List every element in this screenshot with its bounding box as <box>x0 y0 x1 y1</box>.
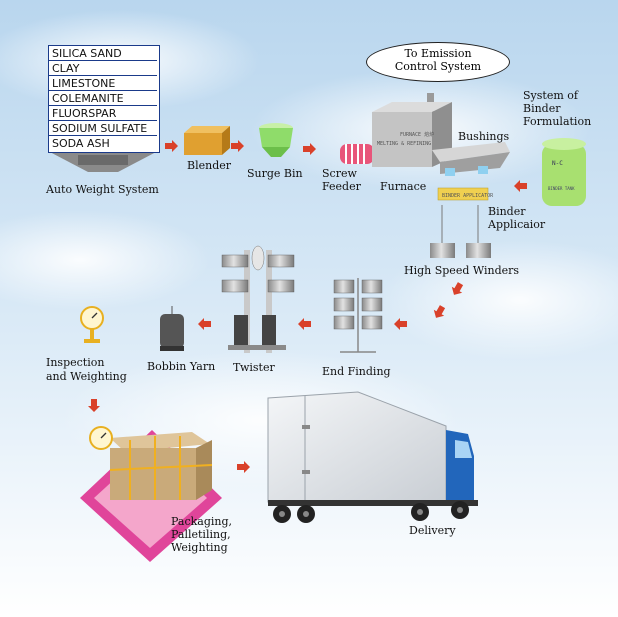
label-blender: Blender <box>187 159 232 172</box>
flow-arrow <box>451 282 464 295</box>
svg-text:BINDER APPLICATOR: BINDER APPLICATOR <box>442 193 494 199</box>
material-item: FLUORSPAR <box>49 106 157 121</box>
auto-weight-hopper <box>48 151 158 172</box>
blender-icon <box>184 126 230 155</box>
svg-text:FURNACE 熔炉: FURNACE 熔炉 <box>400 131 434 138</box>
inspection-gauge-icon <box>80 306 104 343</box>
label-packaging-1: Packaging, <box>171 515 233 528</box>
screw-feeder-icon <box>340 144 374 164</box>
raw-materials-list: SILICA SAND CLAY LIMESTONE COLEMANITE FL… <box>48 45 160 153</box>
label-delivery: Delivery <box>409 524 456 537</box>
flow-arrows <box>88 140 527 473</box>
label-furnace: Furnace <box>380 180 427 193</box>
label-binder-applicator-2: Applicaior <box>488 218 546 231</box>
label-screw-feeder-2: Feeder <box>322 180 361 193</box>
label-binder-formulation-1: System of <box>523 89 578 102</box>
flow-arrow <box>303 143 316 155</box>
flow-arrow <box>231 140 244 152</box>
label-binder-applicator-1: Binder <box>488 205 526 218</box>
material-item: CLAY <box>49 61 157 76</box>
flow-arrow <box>165 140 178 152</box>
label-high-speed-winders: High Speed Winders <box>404 264 520 277</box>
material-item: SILICA SAND <box>49 46 157 61</box>
bobbin-yarn-icon <box>160 306 184 351</box>
label-binder-formulation-3: Formulation <box>523 115 592 128</box>
label-binder-formulation-2: Binder <box>523 102 561 115</box>
svg-text:BINDER TANK: BINDER TANK <box>548 186 575 191</box>
material-item: COLEMANITE <box>49 91 157 106</box>
flow-arrow <box>237 461 250 473</box>
flow-arrow <box>514 180 527 192</box>
label-end-finding: End Finding <box>322 365 391 378</box>
label-packaging-3: Weighting <box>171 541 228 554</box>
svg-text:N-C: N-C <box>552 160 563 167</box>
binder-tank-icon: N-C BINDER TANK <box>542 138 586 206</box>
flow-arrow <box>198 318 211 330</box>
label-surge-bin: Surge Bin <box>247 167 303 180</box>
label-bobbin-yarn: Bobbin Yarn <box>147 360 216 373</box>
emission-line-1: To Emission <box>404 47 472 60</box>
binder-applicator-icon: BINDER APPLICATOR <box>437 187 494 201</box>
high-speed-winders-icon <box>430 205 491 258</box>
label-bushings: Bushings <box>458 130 510 143</box>
label-inspection-1: Inspection <box>46 356 105 369</box>
packaging-icon <box>80 426 222 562</box>
flow-arrow <box>433 305 446 318</box>
emission-control-system: To Emission Control System <box>366 42 510 82</box>
delivery-truck-icon <box>267 391 478 523</box>
label-screw-feeder-1: Screw <box>322 167 357 180</box>
flow-arrow <box>88 399 100 412</box>
material-item: LIMESTONE <box>49 76 157 91</box>
end-finding-rack-icon <box>333 278 383 353</box>
label-inspection-2: and Weighting <box>46 370 127 383</box>
twister-icon <box>221 245 295 353</box>
label-packaging-2: Palletiling, <box>171 528 231 541</box>
surge-bin-icon <box>259 123 293 157</box>
flow-arrow <box>394 318 407 330</box>
flow-arrow <box>298 318 311 330</box>
furnace-icon: FURNACE 熔炉 MELTING & REFINING <box>372 93 510 176</box>
svg-text:MELTING & REFINING: MELTING & REFINING <box>377 141 431 147</box>
label-auto-weight-system: Auto Weight System <box>46 183 159 196</box>
emission-line-2: Control System <box>394 60 482 73</box>
material-item: SODA ASH <box>52 137 110 150</box>
label-twister: Twister <box>233 361 275 374</box>
material-item: SODIUM SULFATE <box>49 121 157 136</box>
